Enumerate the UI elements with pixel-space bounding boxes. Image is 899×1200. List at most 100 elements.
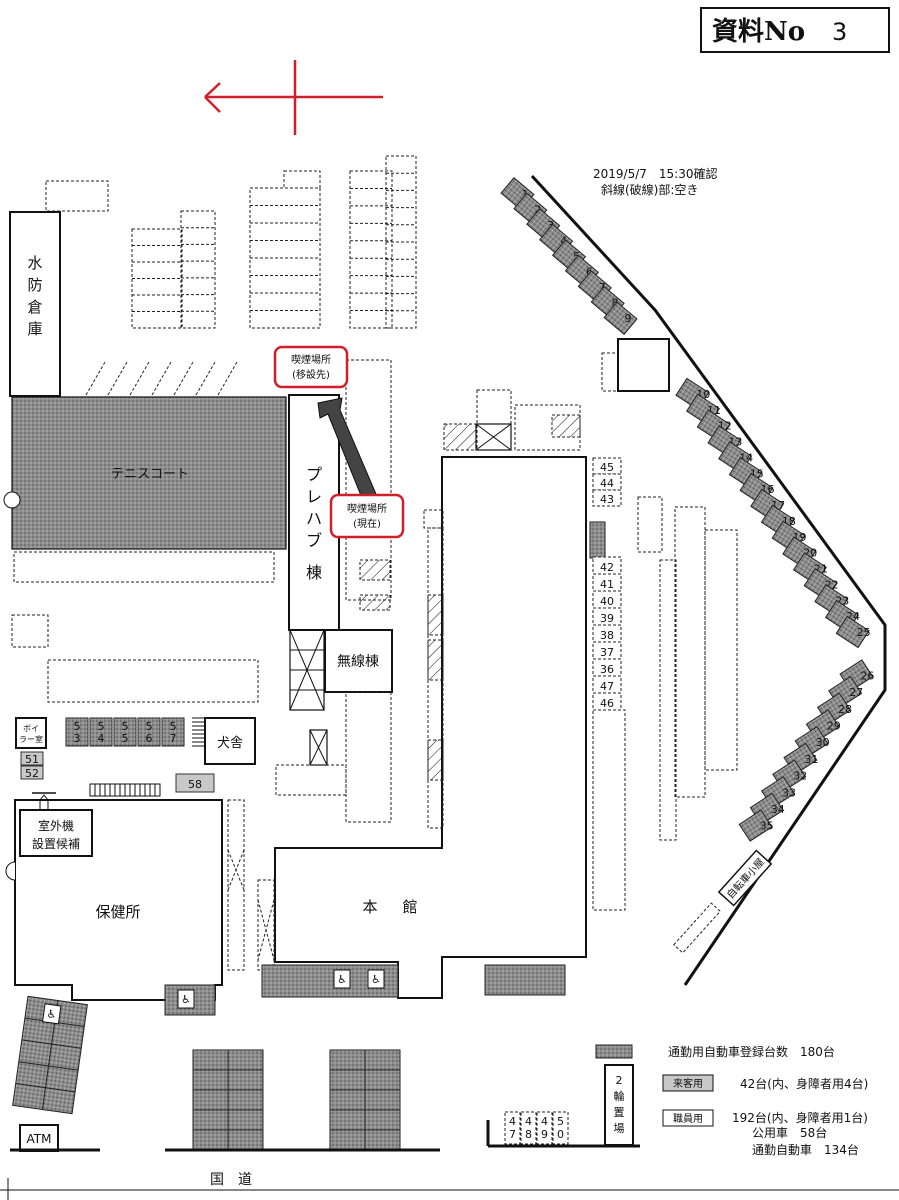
tennis-label: テニスコート: [111, 467, 189, 482]
stall-columns-east: [637, 496, 738, 841]
stall-row-below-tennis: [13, 551, 275, 583]
stall-block-top-left: [45, 155, 417, 329]
accessible-icon: ♿: [46, 1007, 58, 1021]
stall-number: 41: [600, 578, 614, 591]
accessible-icon: ♿: [337, 973, 347, 986]
building-suibo-soko: 水 防 倉 庫: [9, 211, 61, 397]
property-boundary-east: [530, 174, 887, 986]
parking-stall: [738, 809, 773, 842]
parking-stall: 45: [592, 457, 622, 475]
smoking-new-line-2: (移設先): [292, 368, 330, 381]
stall-number: 47: [600, 680, 614, 693]
atm-box: ATM: [19, 1124, 59, 1152]
parking-stall: 37: [592, 641, 622, 660]
parking-stall: 46: [592, 692, 622, 711]
svg-text:場: 場: [614, 1122, 625, 1135]
stall-number: 36: [600, 663, 614, 676]
smoking-cur-line-1: 喫煙場所: [347, 502, 387, 515]
parking-stall: 41: [592, 573, 622, 592]
suibo-label-1: 水: [27, 254, 42, 272]
doc-number: 3: [832, 18, 847, 46]
smoking-new-line-1: 喫煙場所: [291, 353, 331, 366]
parking-stall: 57: [161, 717, 185, 747]
two-wheel-parking: 2 輪 置 場: [604, 1064, 634, 1146]
stall-number: 4: [560, 234, 567, 247]
parking-stall: 42: [592, 556, 622, 575]
legend-staff-tag: 職員用: [673, 1113, 703, 1125]
property-boundary-south: 国 道: [0, 1120, 899, 1200]
doc-label-text: 資料No: [712, 17, 805, 47]
stall-number: 7: [599, 281, 606, 294]
stall-number: 5: [573, 250, 580, 263]
stall-column-hokenjo-right: [227, 799, 275, 971]
suibo-label-2: 防: [27, 276, 42, 294]
note-line-1: 2019/5/7 15:30確認: [593, 166, 717, 181]
svg-text:ボイ: ボイ: [23, 724, 39, 733]
building-musen: 無線棟: [289, 629, 393, 711]
svg-text:ハ: ハ: [306, 509, 322, 528]
svg-text:51: 51: [25, 753, 39, 766]
stall-number: 42: [600, 561, 614, 574]
svg-text:本: 本: [362, 898, 377, 916]
svg-text:輪: 輪: [614, 1089, 625, 1103]
svg-text:ブ: ブ: [306, 531, 322, 550]
stall-number: 7: [509, 1128, 516, 1141]
stall-number: 30: [816, 736, 830, 749]
stall-number: 5: [146, 720, 153, 733]
parking-stall: 47: [504, 1111, 521, 1145]
stall-number: 46: [600, 697, 614, 710]
stall-group-southwest: ♿: [12, 995, 88, 1115]
stall-number: 5: [170, 720, 177, 733]
kennel: 犬舎: [192, 717, 256, 765]
stall-number: 6: [146, 732, 153, 745]
outdoor-unit-candidate: 室外機 設置候補: [19, 792, 93, 857]
stall-number: 9: [541, 1128, 548, 1141]
road-label: 国 道: [210, 1172, 252, 1188]
parking-stall: 50: [552, 1111, 569, 1145]
stall-number: 38: [600, 629, 614, 642]
smoking-cur-line-2: (現在): [353, 518, 381, 530]
stall-number: 35: [760, 820, 774, 833]
stall-rows-left: [11, 614, 259, 703]
parking-stall: 47: [592, 675, 622, 694]
svg-text:置: 置: [614, 1106, 625, 1119]
stall-51-52: 51 52: [20, 751, 44, 780]
parking-stall: 48: [520, 1111, 537, 1145]
stall-lot-bottom-center-right: [329, 1049, 401, 1151]
svg-text:58: 58: [188, 778, 202, 791]
svg-text:棟: 棟: [306, 563, 322, 582]
suibo-label-4: 庫: [27, 320, 42, 338]
document-label: 資料No 3: [700, 7, 890, 53]
parking-stall: 49: [536, 1111, 553, 1145]
stall-number: 5: [122, 732, 129, 745]
stall-number: 5: [98, 720, 105, 733]
stall-number: 3: [74, 732, 81, 745]
legend-commute: 通勤自動車 134台: [752, 1142, 859, 1157]
tennis-court: テニスコート: [3, 396, 287, 550]
stall-block-center-top: [443, 389, 581, 451]
smoking-area-new: 喫煙場所 (移設先): [273, 345, 349, 389]
stall-number: 2: [534, 203, 541, 216]
stall-hokenjo-bottom: ♿: [164, 984, 216, 1016]
legend-staff-count: 192台(内、身障者用1台): [732, 1110, 868, 1125]
stall-number: 4: [541, 1115, 548, 1128]
parking-stall: 38: [592, 624, 622, 643]
boiler-room: ボイ ラー室: [15, 717, 47, 749]
parking-stall: [603, 301, 638, 335]
stall-number: 6: [586, 266, 593, 279]
stall-number: 28: [838, 703, 852, 716]
stall-column-prefab-right: [345, 359, 392, 611]
stall-number: 5: [557, 1115, 564, 1128]
suibo-label-3: 倉: [27, 298, 42, 316]
note-line-2: 斜線(破線)部:空き: [601, 182, 698, 197]
stall-number: 43: [600, 493, 614, 506]
stall-number: 29: [827, 719, 841, 732]
stall-number: 9: [625, 312, 632, 325]
parking-stall: 55: [113, 717, 137, 747]
